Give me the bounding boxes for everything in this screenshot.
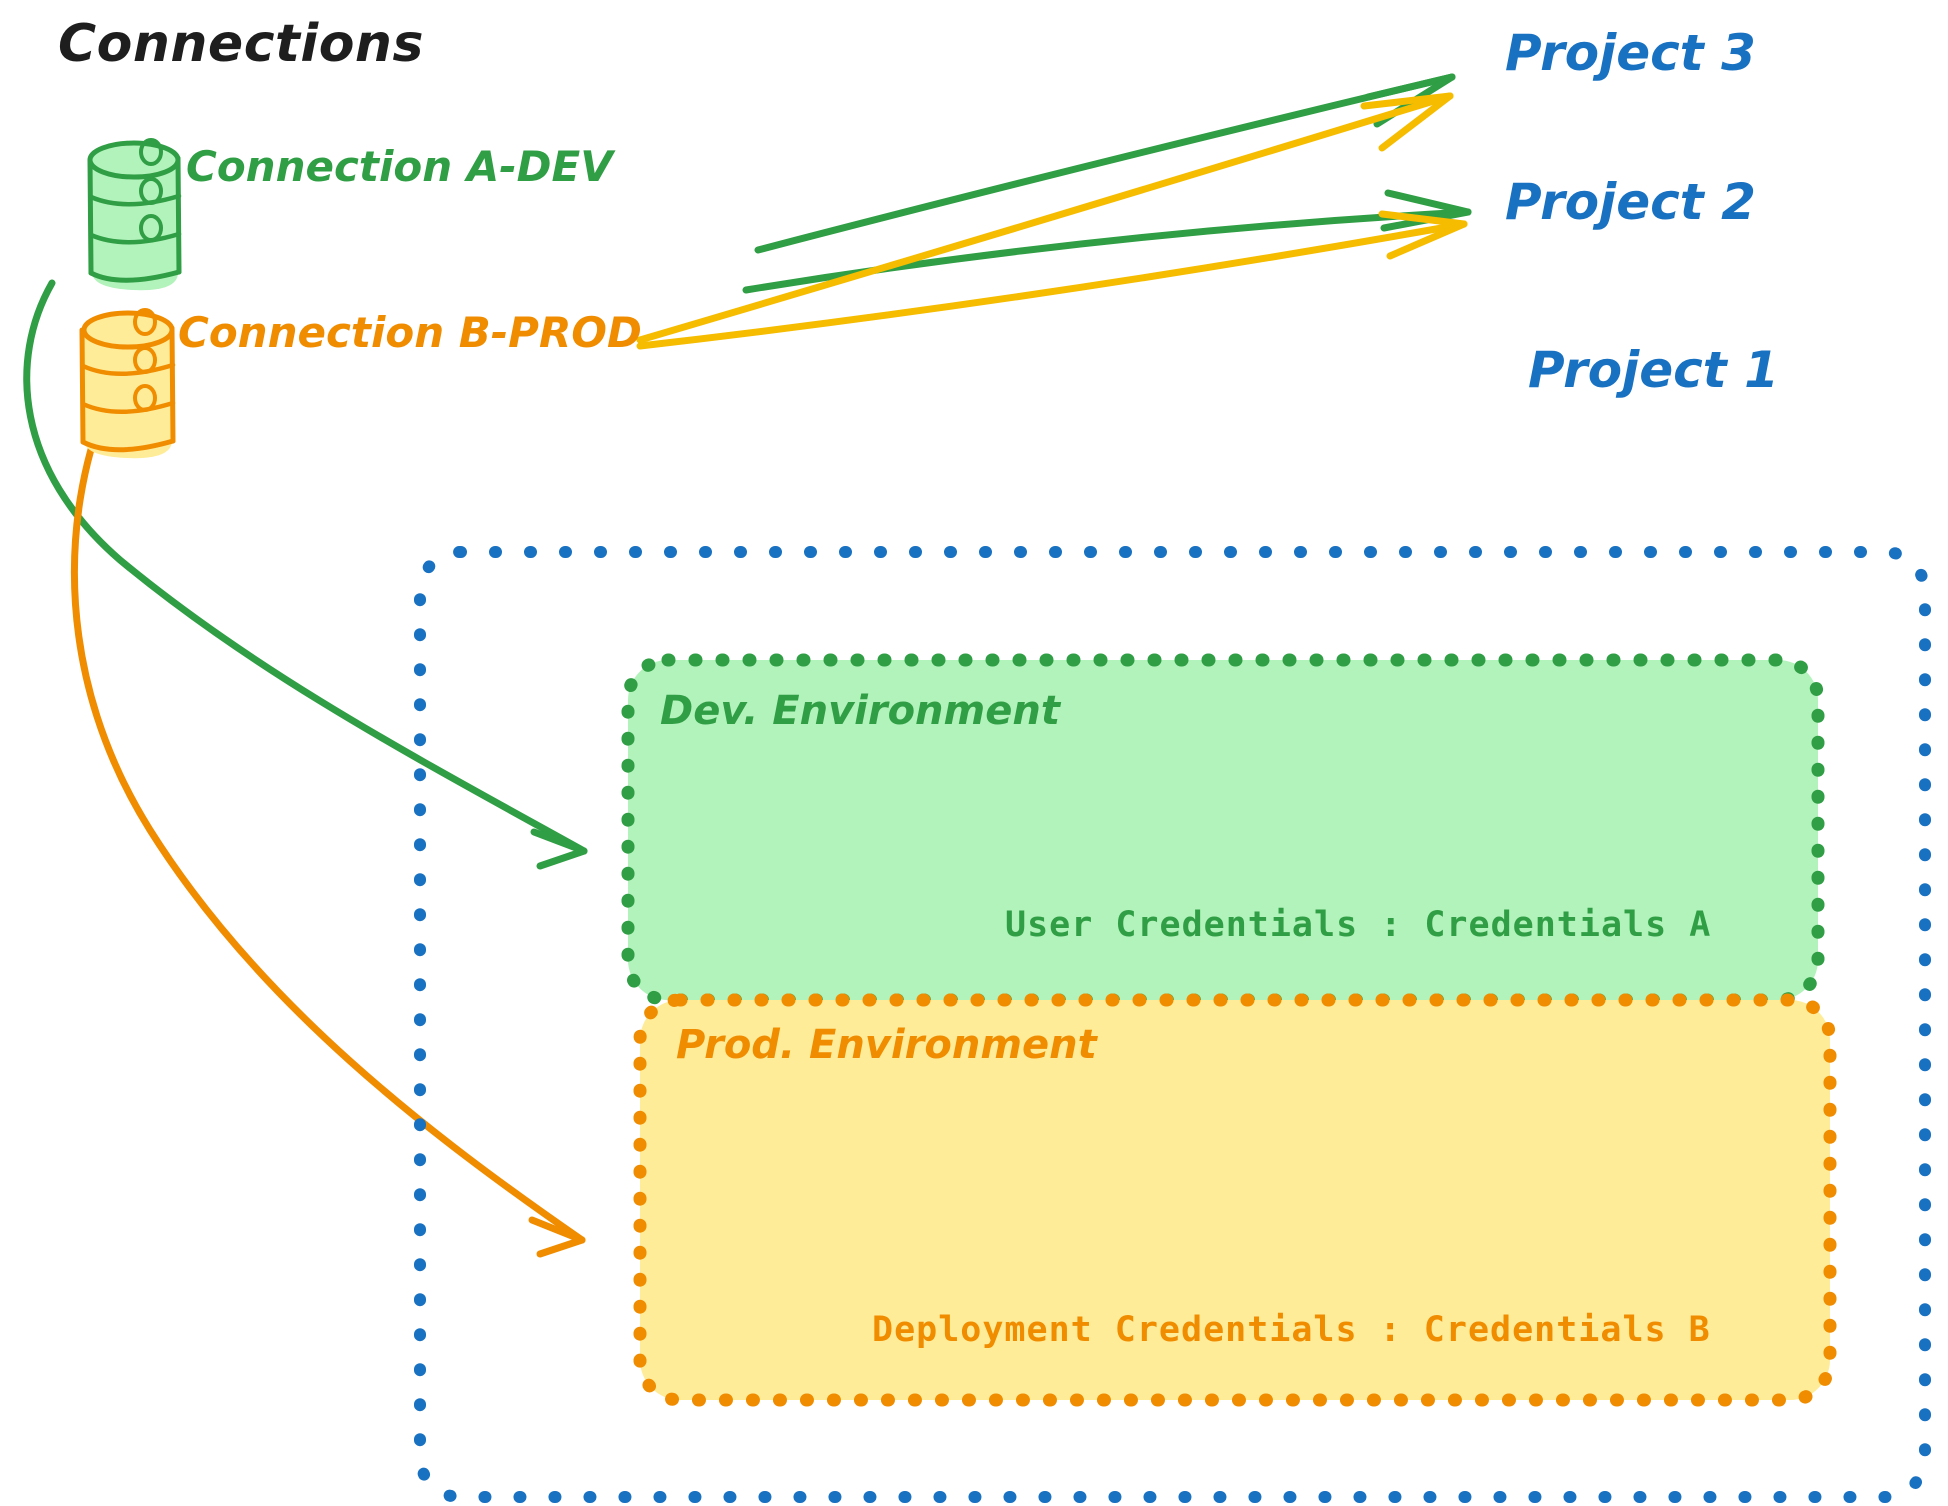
- edge-b-prod-to-project-2: [636, 210, 1468, 350]
- project-2-label[interactable]: Project 2: [1505, 173, 1756, 231]
- connection-b-prod-label: Connection B-PROD: [178, 308, 642, 357]
- connection-a-dev-label: Connection A-DEV: [186, 142, 613, 191]
- database-icon-connection-a-dev[interactable]: [87, 138, 182, 291]
- dev-environment-credentials: User Credentials : Credentials A: [1005, 905, 1712, 945]
- page-title: Connections: [58, 14, 424, 74]
- prod-environment-dotted-border: [633, 993, 1837, 1407]
- edge-b-prod-to-prod-environment: [70, 401, 586, 1258]
- edge-b-prod-to-project-3: [636, 92, 1454, 344]
- prod-environment-credentials: Deployment Credentials : Credentials B: [872, 1310, 1711, 1350]
- project-3-label[interactable]: Project 3: [1505, 24, 1756, 82]
- dev-environment-title: Dev. Environment: [660, 688, 1060, 734]
- prod-environment-title: Prod. Environment: [676, 1022, 1097, 1068]
- project-1-label[interactable]: Project 1: [1528, 341, 1779, 399]
- edge-a-dev-to-dev-environment: [23, 279, 588, 870]
- project-1-dotted-border: [414, 546, 1931, 1503]
- database-icon-connection-b-prod[interactable]: [79, 308, 176, 459]
